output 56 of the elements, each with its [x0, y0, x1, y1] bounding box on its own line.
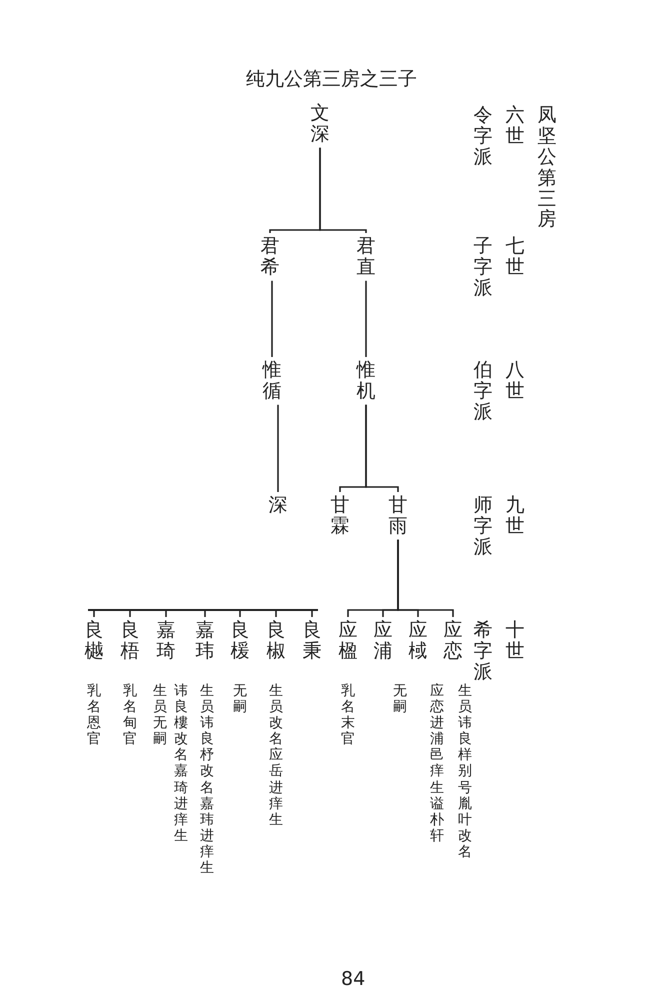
- generation-label: 凤坚公第三房: [538, 105, 556, 230]
- person-name: 良秉: [300, 617, 324, 665]
- lineage-line: [93, 611, 95, 617]
- note-text: 生员改名应岳进痒生: [269, 683, 283, 828]
- note-text: 生员无嗣: [153, 683, 167, 748]
- note-text: 乳名末官: [341, 683, 355, 748]
- lineage-line: [319, 148, 367, 233]
- person-name: 君直: [354, 233, 378, 281]
- generation-label: 九世: [506, 495, 524, 537]
- lineage-line: [365, 404, 399, 492]
- person-name: 文深: [308, 100, 332, 148]
- lineage-line: [239, 611, 241, 617]
- lineage-line: [311, 611, 313, 617]
- lineage-line: [275, 611, 277, 617]
- person-name: 君希: [258, 233, 282, 281]
- person-name: 良楥: [228, 617, 252, 665]
- page-number: 84: [341, 968, 366, 990]
- note-text: 讳良樓改名嘉琦进痒生: [174, 683, 188, 844]
- person-name: 良樾: [82, 617, 106, 665]
- person-name: 应楹: [336, 617, 360, 665]
- note-text: 无嗣: [233, 683, 247, 716]
- note-text: 生员讳良杼改名嘉玮进痒生: [200, 683, 214, 876]
- person-name: 应恋: [441, 617, 465, 665]
- lineage-line: [277, 404, 279, 492]
- generation-label: 伯字派: [474, 360, 492, 423]
- person-name: 良梧: [118, 617, 142, 665]
- person-name: 深: [266, 492, 290, 519]
- person-name: 嘉玮: [193, 617, 217, 665]
- person-name: 应浦: [371, 617, 395, 665]
- generation-label: 六世: [506, 105, 524, 147]
- lineage-line: [165, 611, 167, 617]
- person-name: 惟循: [260, 357, 284, 405]
- generation-label: 令字派: [474, 105, 492, 168]
- lineage-line: [204, 611, 206, 617]
- person-name: 甘雨: [386, 492, 410, 540]
- lineage-line: [129, 611, 131, 617]
- person-name: 应棫: [406, 617, 430, 665]
- generation-label: 十世: [506, 620, 524, 662]
- generation-label: 七世: [506, 236, 524, 278]
- generation-label: 希字派: [474, 620, 492, 683]
- generation-label: 八世: [506, 360, 524, 402]
- note-text: 乳名甸官: [123, 683, 137, 748]
- generation-label: 子字派: [474, 236, 492, 299]
- person-name: 嘉琦: [154, 617, 178, 665]
- title-text: 纯九公第三房之三子: [246, 67, 417, 92]
- lineage-line: [397, 540, 454, 617]
- person-name: 惟机: [354, 357, 378, 405]
- person-name: 甘霖: [328, 492, 352, 540]
- note-text: 应恋进浦邑痒生谥朴轩: [430, 683, 444, 844]
- person-name: 良椒: [264, 617, 288, 665]
- generation-label: 师字派: [474, 495, 492, 558]
- note-text: 乳名恩官: [87, 683, 101, 748]
- lineage-line: [271, 280, 273, 357]
- note-text: 生员讳良样别号胤叶改名: [458, 683, 472, 860]
- note-text: 无嗣: [393, 683, 407, 716]
- lineage-line: [365, 280, 367, 357]
